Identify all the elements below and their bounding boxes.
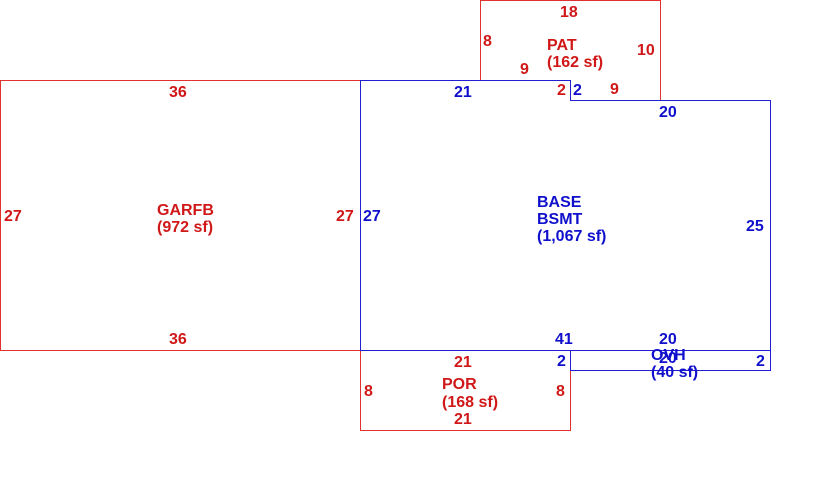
- base-sub: BSMT: [537, 211, 583, 228]
- base-top-left-dim: 21: [454, 84, 472, 101]
- pat-name: PAT: [547, 37, 577, 54]
- pat-bottom-left-dim: 9: [520, 61, 529, 78]
- por-area: (168 sf): [442, 394, 498, 411]
- garfb-bottom-dim: 36: [169, 331, 187, 348]
- garfb-top-dim: 36: [169, 84, 187, 101]
- pat-area: (162 sf): [547, 54, 603, 71]
- garfb-area: (972 sf): [157, 219, 213, 236]
- base-step-dim: 2: [573, 82, 582, 99]
- ovh-outline: [570, 350, 771, 371]
- pat-top-dim: 18: [560, 4, 578, 21]
- pat-right-dim: 10: [637, 42, 655, 59]
- garfb-right-dim: 27: [336, 208, 354, 225]
- garfb-left-dim: 27: [4, 208, 22, 225]
- por-name: POR: [442, 376, 477, 393]
- por-top-dim: 21: [454, 354, 472, 371]
- base-outline: [360, 80, 771, 351]
- por-bottom-dim: 21: [454, 411, 472, 428]
- ovh-right-dim: 2: [756, 353, 765, 370]
- pat-left-dim: 8: [483, 33, 492, 50]
- por-left-dim: 8: [364, 383, 373, 400]
- por-right-dim: 8: [556, 383, 565, 400]
- base-area: (1,067 sf): [537, 228, 606, 245]
- base-top-right-dim: 20: [659, 104, 677, 121]
- base-step-lower-dim: 2: [557, 353, 566, 370]
- base-right-dim: 25: [746, 218, 764, 235]
- base-left-dim: 27: [363, 208, 381, 225]
- base-bottom-dim: 41: [555, 331, 573, 348]
- pat-bottom-right-dim: 9: [610, 81, 619, 98]
- base-name: BASE: [537, 194, 582, 211]
- ovh-bottom-dim: 20: [659, 350, 677, 367]
- ovh-area: (40 sf): [651, 364, 698, 381]
- ovh-name: OVH: [651, 347, 686, 364]
- ovh-top-dim: 20: [659, 331, 677, 348]
- pat-inner-dim: 2: [557, 82, 566, 99]
- garfb-name: GARFB: [157, 202, 214, 219]
